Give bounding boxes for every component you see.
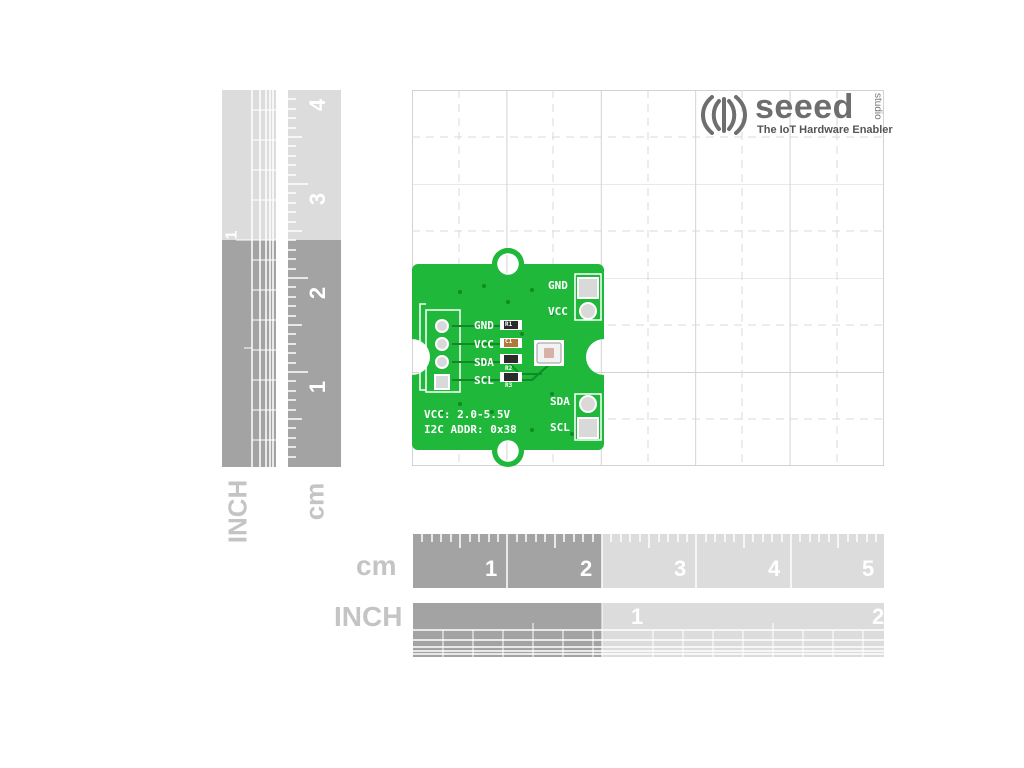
- pin-label-gnd-left: GND: [474, 319, 494, 332]
- logo-brand-text: seeed: [755, 88, 854, 126]
- horizontal-cm-tick-1: 1: [485, 556, 498, 581]
- vertical-cm-unit-label: cm: [299, 482, 330, 521]
- component-label-r1: R1: [505, 321, 513, 328]
- horizontal-cm-ticks: [421, 534, 877, 588]
- component-label-r3: R3: [505, 382, 513, 389]
- pcb-board: [412, 248, 604, 467]
- vertical-inch-unit-label: INCH: [222, 479, 253, 544]
- horizontal-cm-tick-5: 5: [862, 556, 875, 581]
- pin-label-sda-left: SDA: [474, 356, 494, 369]
- horizontal-cm-unit-label: cm: [356, 550, 397, 581]
- horizontal-cm-tick-3: 3: [674, 556, 687, 581]
- vertical-cm-tick-1: 1: [305, 380, 331, 394]
- horizontal-cm-tick-4: 4: [768, 556, 781, 581]
- vertical-cm-tick-3: 3: [305, 192, 331, 206]
- logo-tagline: The IoT Hardware Enabler: [757, 124, 893, 136]
- logo-studio-text: studio: [872, 93, 883, 120]
- board-voltage-label: VCC: 2.0-5.5V: [424, 408, 511, 421]
- pin-label-gnd-right: GND: [548, 279, 568, 292]
- horizontal-cm-tick-2: 2: [580, 556, 593, 581]
- vertical-cm-tick-2: 2: [305, 286, 331, 300]
- horizontal-inch-tick-2: 2: [872, 604, 885, 629]
- vertical-cm-tick-4: 4: [305, 98, 331, 112]
- horizontal-inch-unit-label: INCH: [334, 601, 403, 632]
- pin-label-vcc-right: VCC: [548, 305, 568, 318]
- component-label-r2: R2: [505, 365, 513, 372]
- board-i2c-address-label: I2C ADDR: 0x38: [424, 423, 517, 436]
- horizontal-inch-tick-1: 1: [631, 604, 644, 629]
- vertical-inch-ruler-light: [222, 90, 276, 240]
- horizontal-inch-ticks: [413, 603, 884, 657]
- vertical-cm-ticks: [288, 98, 308, 458]
- component-label-c1: C1: [505, 338, 513, 345]
- pin-label-scl-right: SCL: [550, 421, 570, 434]
- pin-label-vcc-left: VCC: [474, 338, 494, 351]
- vertical-inch-ruler-dark: [222, 240, 276, 467]
- vertical-inch-tick-1: 1: [223, 230, 241, 240]
- pin-label-scl-left: SCL: [474, 374, 494, 387]
- seeed-logo-icon: [701, 95, 747, 135]
- vertical-inch-ticks: [236, 90, 276, 467]
- vertical-cm-ruler-light: [288, 90, 341, 240]
- pin-label-sda-right: SDA: [550, 395, 570, 408]
